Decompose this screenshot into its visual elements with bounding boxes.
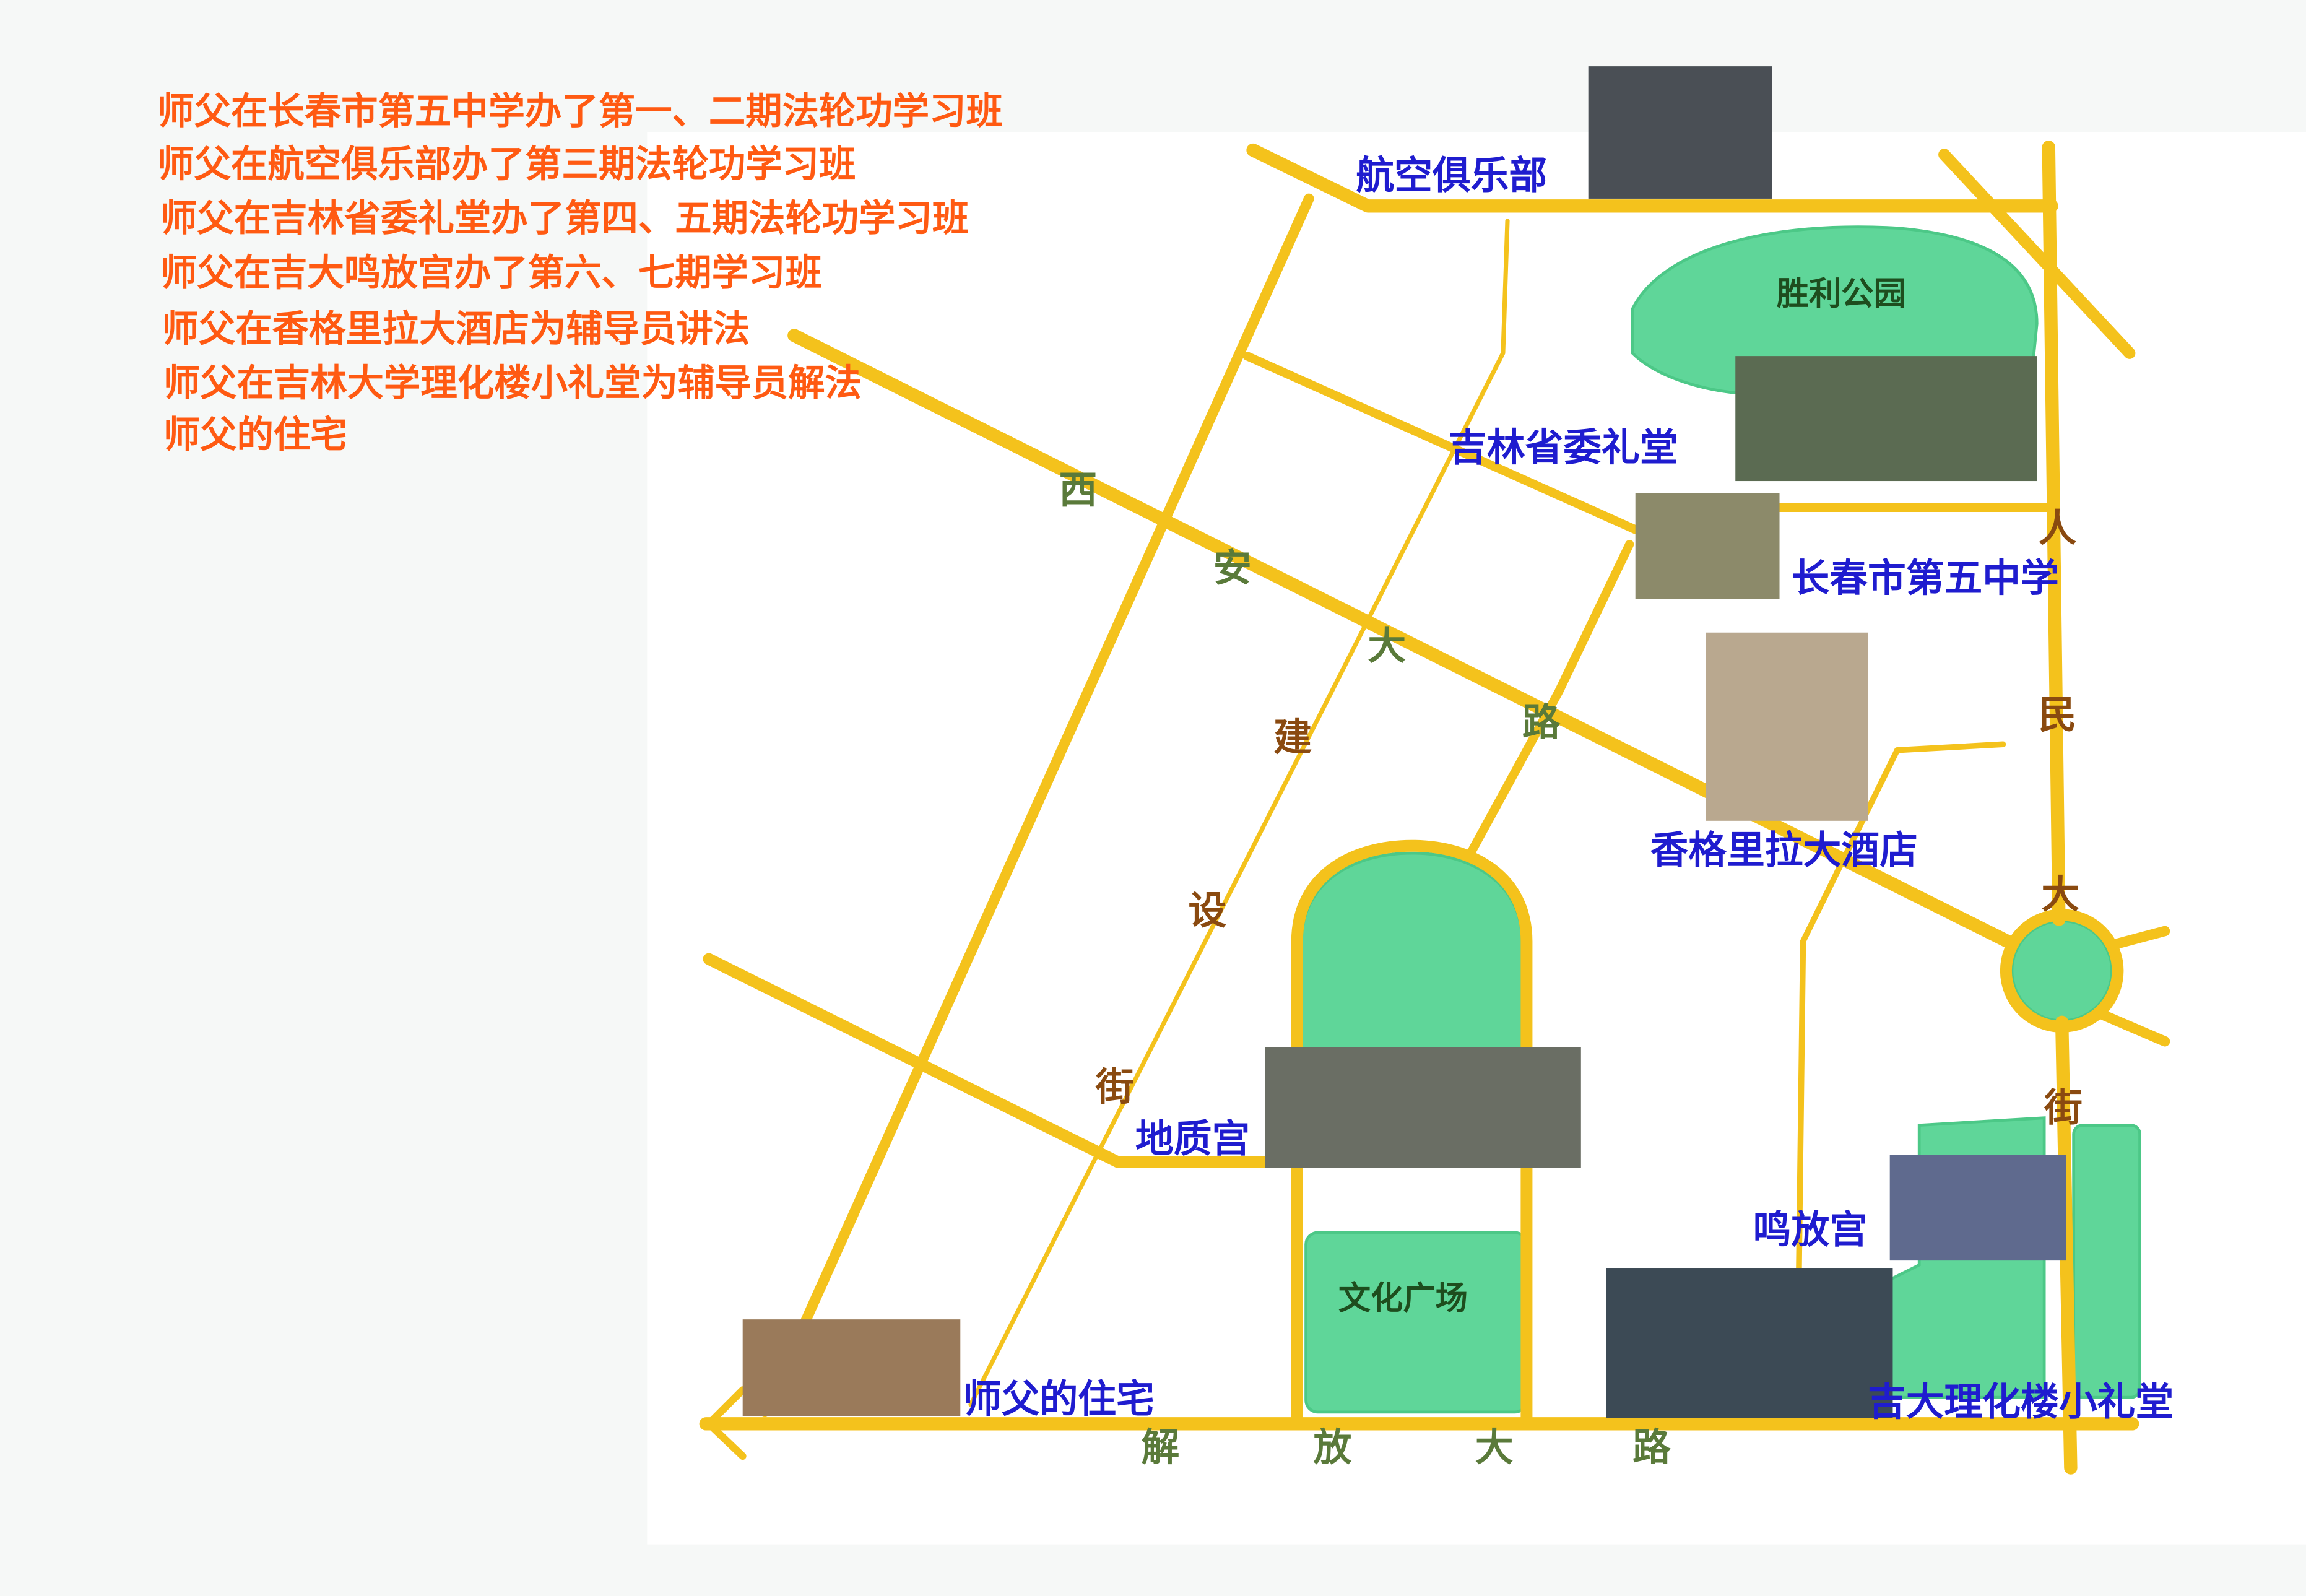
label-chem-building: 吉大理化楼小礼堂 xyxy=(1868,1379,2174,1425)
roads xyxy=(699,141,2170,1475)
legend-item: 师父在长春市第五中学办了第一、二期法轮功学习班 xyxy=(157,90,1003,133)
legend-item: 师父在航空俱乐部办了第三期法轮功学习班 xyxy=(157,142,856,186)
jianshe-street xyxy=(968,218,1510,1407)
street-char-xian: 西 xyxy=(1059,467,1097,513)
street-char-jiefang: 路 xyxy=(1632,1425,1671,1470)
geology-palace-photo xyxy=(1265,1047,1581,1168)
label-shangri-la: 香格里拉大酒店 xyxy=(1650,828,1917,873)
street-char-jianshe: 设 xyxy=(1189,888,1227,933)
aviation-club-photo xyxy=(1588,66,1772,199)
roundabout xyxy=(2000,909,2124,1033)
legend-item: 师父在吉大鸣放宫办了第六、七期学习班 xyxy=(160,251,822,295)
photos xyxy=(742,66,2066,1418)
mingfang-palace-photo xyxy=(1889,1155,2066,1261)
shangri-la-photo xyxy=(1706,632,1868,821)
legend: 师父在长春市第五中学办了第一、二期法轮功学习班 师父在航空俱乐部办了第三期法轮功… xyxy=(157,90,1003,457)
residence-arrow xyxy=(705,1386,747,1460)
xian-road xyxy=(787,329,2014,948)
label-culture-square: 文化广场 xyxy=(1338,1280,1468,1317)
street-char-xian: 路 xyxy=(1522,700,1561,745)
geology-palace-park xyxy=(1300,851,1524,1061)
geology-arch-road xyxy=(1291,839,1533,1426)
label-provincial-hall: 吉林省委礼堂 xyxy=(1449,425,1678,470)
chem-building-photo xyxy=(1606,1268,1893,1418)
place-labels: 航空俱乐部 胜利公园 吉林省委礼堂 长春市第五中学 香格里拉大酒店 地质宫 文化… xyxy=(963,152,2174,1424)
label-fifth-school: 长春市第五中学 xyxy=(1792,555,2059,601)
label-victory-park: 胜利公园 xyxy=(1777,275,1906,313)
street-char-renmin: 民 xyxy=(2039,692,2077,737)
legend-item: 师父在吉林省委礼堂办了第四、五期法轮功学习班 xyxy=(160,197,969,240)
street-char-jiefang: 解 xyxy=(1141,1425,1179,1470)
label-mingfang-palace: 鸣放宫 xyxy=(1753,1207,1868,1252)
street-char-renmin: 街 xyxy=(2044,1085,2083,1130)
fifth-school-road xyxy=(1466,503,2057,858)
fifth-school-photo xyxy=(1635,493,1780,599)
roundabout-spokes xyxy=(2097,926,2170,1047)
east-thin-road xyxy=(1794,741,2006,1415)
connector-road xyxy=(1242,351,1640,534)
street-char-xian: 大 xyxy=(1368,623,1406,669)
label-aviation-club: 航空俱乐部 xyxy=(1356,152,1547,197)
street-char-renmin: 大 xyxy=(2041,872,2079,917)
street-char-jianshe: 建 xyxy=(1273,714,1312,760)
legend-item: 师父的住宅 xyxy=(163,413,347,456)
street-char-jiefang: 放 xyxy=(1313,1425,1351,1470)
culture-square-park xyxy=(1304,1231,1528,1414)
street-char-renmin: 人 xyxy=(2039,505,2077,550)
west-diagonal-road xyxy=(760,193,1314,1418)
top-road xyxy=(1246,143,2058,213)
legend-item: 师父在香格里拉大酒店为辅导员讲法 xyxy=(162,307,750,350)
provincial-hall-photo xyxy=(1735,356,2037,482)
street-char-xian: 安 xyxy=(1213,545,1252,591)
label-geology-palace: 地质宫 xyxy=(1135,1116,1250,1161)
street-char-jiefang: 大 xyxy=(1475,1425,1514,1470)
residence-photo xyxy=(742,1319,961,1416)
southwest-road xyxy=(703,953,1271,1168)
street-labels: 西 安 大 路 建 设 街 人 民 大 街 解 放 大 路 xyxy=(1059,467,2082,1470)
label-residence: 师父的住宅 xyxy=(963,1376,1155,1421)
roundabout-park xyxy=(2010,919,2113,1023)
northeast-road xyxy=(1938,149,2136,359)
east-park xyxy=(2072,1124,2141,1399)
legend-item: 师父在吉林大学理化楼小礼堂为辅导员解法 xyxy=(163,362,862,405)
street-char-jianshe: 街 xyxy=(1095,1064,1134,1109)
